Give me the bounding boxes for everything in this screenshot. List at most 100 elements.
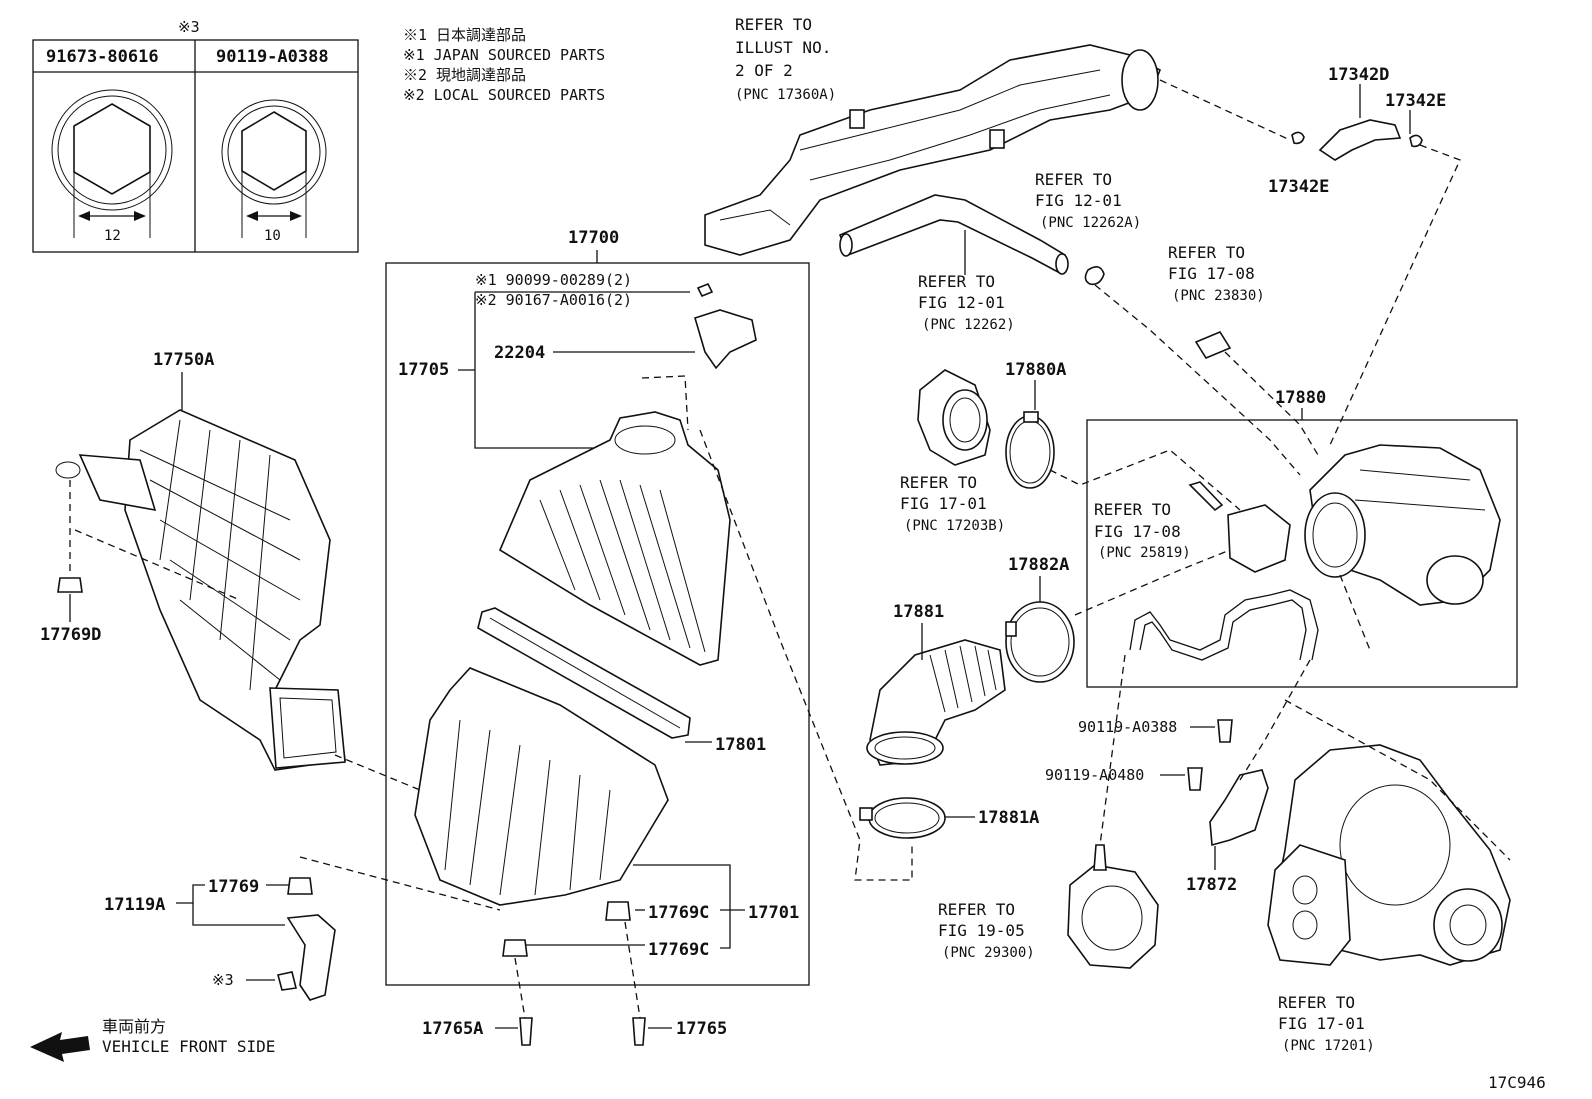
label-17769c-b[interactable]: 17769C [648, 940, 709, 960]
pipe-12262 [838, 194, 1069, 275]
bolt-part-90119-a0388[interactable]: 90119-A0388 [216, 47, 329, 67]
label-17765[interactable]: 17765 [676, 1019, 727, 1039]
label-17881a[interactable]: 17881A [978, 808, 1039, 828]
label-90119-a0480[interactable]: 90119-A0480 [1045, 766, 1144, 784]
ref-1701a-pnc[interactable]: (PNC 17203B) [904, 518, 1005, 534]
label-90119-a0388[interactable]: 90119-A0388 [1078, 718, 1177, 736]
ref-1201b-l2: FIG 12-01 [918, 293, 1005, 312]
intake-duct-17360a [704, 44, 1162, 256]
label-22204[interactable]: 22204 [494, 343, 545, 363]
grommet-17769d-icon [57, 577, 83, 593]
filter-element-17801 [477, 607, 691, 739]
label-17880[interactable]: 17880 [1275, 388, 1326, 408]
turbocharger-17201 [1267, 744, 1511, 966]
bolt-part-91673[interactable]: 91673-80616 [46, 47, 159, 67]
clamp-12262a-icon [1084, 266, 1105, 286]
hose-23830-icon [1194, 331, 1232, 359]
ref-1708a-l2: FIG 17-08 [1168, 264, 1255, 283]
label-17801[interactable]: 17801 [715, 735, 766, 755]
vacuum-pump-29300 [1067, 844, 1159, 969]
ref-fig-17-01-b: REFER TO FIG 17-01 (PNC 17201) [1278, 993, 1375, 1054]
ref-fig-12-01-a: REFER TO FIG 12-01 (PNC 12262A) [1035, 170, 1141, 286]
ref-1708b-l1: REFER TO [1094, 500, 1171, 519]
label-17769d[interactable]: 17769D [40, 625, 101, 645]
figure-id: 17C946 [1488, 1073, 1546, 1092]
ref-illust-2of2: REFER TO ILLUST NO. 2 OF 2 (PNC 17360A) [735, 15, 836, 103]
direction-en: VEHICLE FRONT SIDE [102, 1037, 275, 1056]
direction-jp: 車両前方 [102, 1017, 166, 1036]
ref-1201a-l1: REFER TO [1035, 170, 1112, 189]
label-17769c-a[interactable]: 17769C [648, 903, 709, 923]
screw-17765a-icon [519, 1017, 533, 1046]
inlet-duct-17750a [55, 409, 346, 771]
ref-illust-l3: 2 OF 2 [735, 61, 793, 80]
intake-flange-17203b [917, 369, 991, 466]
label-17700[interactable]: 17700 [568, 228, 619, 248]
air-cleaner-cover [498, 375, 731, 666]
clip-hole-icon [55, 461, 81, 479]
ref-1905-pnc[interactable]: (PNC 29300) [942, 945, 1035, 961]
note-2-en: ※2 LOCAL SOURCED PARTS [403, 86, 605, 104]
ref-1701b-pnc[interactable]: (PNC 17201) [1282, 1038, 1375, 1054]
bolt-head-12-icon [51, 89, 173, 238]
ref-1701a-l2: FIG 17-01 [900, 494, 987, 513]
clamp-17881a [868, 797, 946, 839]
ref-1201b-l1: REFER TO [918, 272, 995, 291]
grommet-17769c-a-icon [605, 901, 631, 921]
bolt-head-10-icon [221, 99, 327, 238]
vehicle-front-indicator: 車両前方 VEHICLE FRONT SIDE [30, 1017, 275, 1062]
bolt-size-12: 12 [104, 228, 121, 244]
label-90099[interactable]: ※1 90099-00289(2) [475, 271, 632, 289]
label-17882a[interactable]: 17882A [1008, 555, 1069, 575]
note-1-jp: ※1 日本調達部品 [403, 26, 526, 44]
bolt-mark3-icon [277, 971, 297, 991]
ref-1708a-pnc[interactable]: (PNC 23830) [1172, 288, 1265, 304]
ref-fig-17-08-b: REFER TO FIG 17-08 (PNC 25819) [1094, 500, 1191, 561]
ref-illust-l1: REFER TO [735, 15, 812, 34]
clip-17342e-left-icon [1291, 131, 1305, 145]
air-cleaner-case [414, 667, 669, 906]
ref-1708b-l2: FIG 17-08 [1094, 522, 1181, 541]
ref-1201b-pnc[interactable]: (PNC 12262) [922, 317, 1015, 333]
grommet-17769-icon [287, 877, 313, 895]
clip-17342e-right-icon [1409, 134, 1423, 148]
bolt-size-10: 10 [264, 228, 281, 244]
airflow-meter-22204 [694, 309, 757, 370]
ref-1701b-l1: REFER TO [1278, 993, 1355, 1012]
label-17880a[interactable]: 17880A [1005, 360, 1066, 380]
ref-illust-pnc[interactable]: (PNC 17360A) [735, 87, 836, 103]
label-90167[interactable]: ※2 90167-A0016(2) [475, 291, 632, 309]
ref-fig-17-01-a: REFER TO FIG 17-01 (PNC 17203B) [900, 473, 1005, 534]
label-17701[interactable]: 17701 [748, 903, 799, 923]
screw-90099-icon [696, 282, 714, 298]
intake-pipe-17880 [1304, 444, 1501, 606]
label-mark3[interactable]: ※3 [212, 971, 234, 989]
label-17750a[interactable]: 17750A [153, 350, 214, 370]
label-17765a[interactable]: 17765A [422, 1019, 483, 1039]
ref-1201a-pnc[interactable]: (PNC 12262A) [1040, 215, 1141, 231]
ref-fig-12-01-b: REFER TO FIG 12-01 (PNC 12262) [918, 272, 1015, 333]
ref-1708b-pnc[interactable]: (PNC 25819) [1098, 545, 1191, 561]
hose-17342d [1291, 119, 1423, 161]
ref-1701b-l2: FIG 17-01 [1278, 1014, 1365, 1033]
ref-1708a-l1: REFER TO [1168, 243, 1245, 262]
label-17705[interactable]: 17705 [398, 360, 449, 380]
ref-1905-l1: REFER TO [938, 900, 1015, 919]
bolt-90119-a0388-icon [1217, 719, 1233, 743]
ref-1701a-l1: REFER TO [900, 473, 977, 492]
label-17342d[interactable]: 17342D [1328, 65, 1389, 85]
label-17769[interactable]: 17769 [208, 877, 259, 897]
clamp-17880a [1005, 415, 1055, 489]
bolt-90119-a0480-icon [1187, 767, 1203, 791]
label-17342e-right[interactable]: 17342E [1385, 91, 1446, 111]
clamp-screw-17880a-icon [1023, 411, 1039, 423]
label-17119a[interactable]: 17119A [104, 895, 165, 915]
label-17342e-left[interactable]: 17342E [1268, 177, 1329, 197]
ref-fig-19-05: REFER TO FIG 19-05 (PNC 29300) [938, 900, 1035, 961]
label-17872[interactable]: 17872 [1186, 875, 1237, 895]
hose-loop [1129, 589, 1319, 661]
note-1-en: ※1 JAPAN SOURCED PARTS [403, 46, 605, 64]
label-17881[interactable]: 17881 [893, 602, 944, 622]
bolt-table-marker: ※3 [178, 18, 200, 36]
